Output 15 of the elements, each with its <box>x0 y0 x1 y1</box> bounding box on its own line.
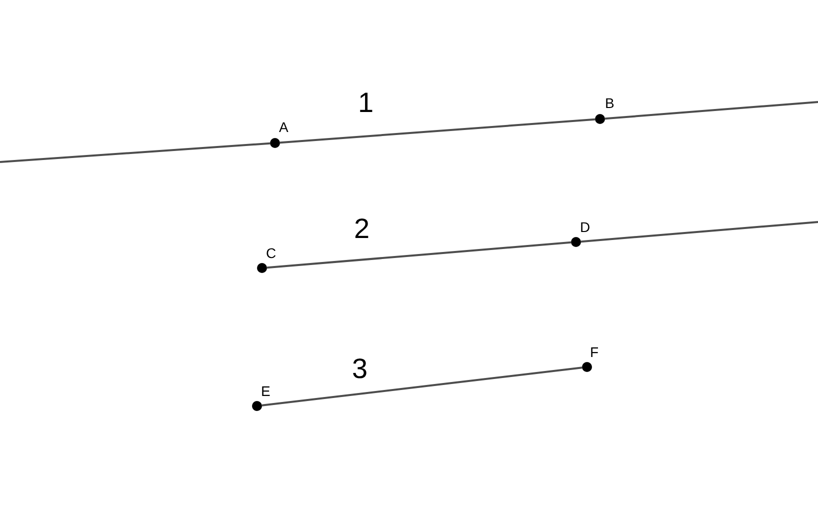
figure-number: 3 <box>352 354 368 384</box>
line-extension <box>604 101 818 120</box>
point-label: F <box>590 344 599 360</box>
figure-number: 1 <box>358 88 374 118</box>
line-extension <box>0 142 270 163</box>
line-segment <box>280 118 596 144</box>
point-label: B <box>605 95 614 111</box>
figure-number: 2 <box>354 214 370 244</box>
point-label: D <box>580 219 590 235</box>
line-segment <box>262 366 582 406</box>
line-segment <box>266 241 572 269</box>
point-label: C <box>266 245 276 261</box>
point-label: E <box>261 383 270 399</box>
point-label: A <box>279 119 288 135</box>
line-extension <box>580 221 818 243</box>
